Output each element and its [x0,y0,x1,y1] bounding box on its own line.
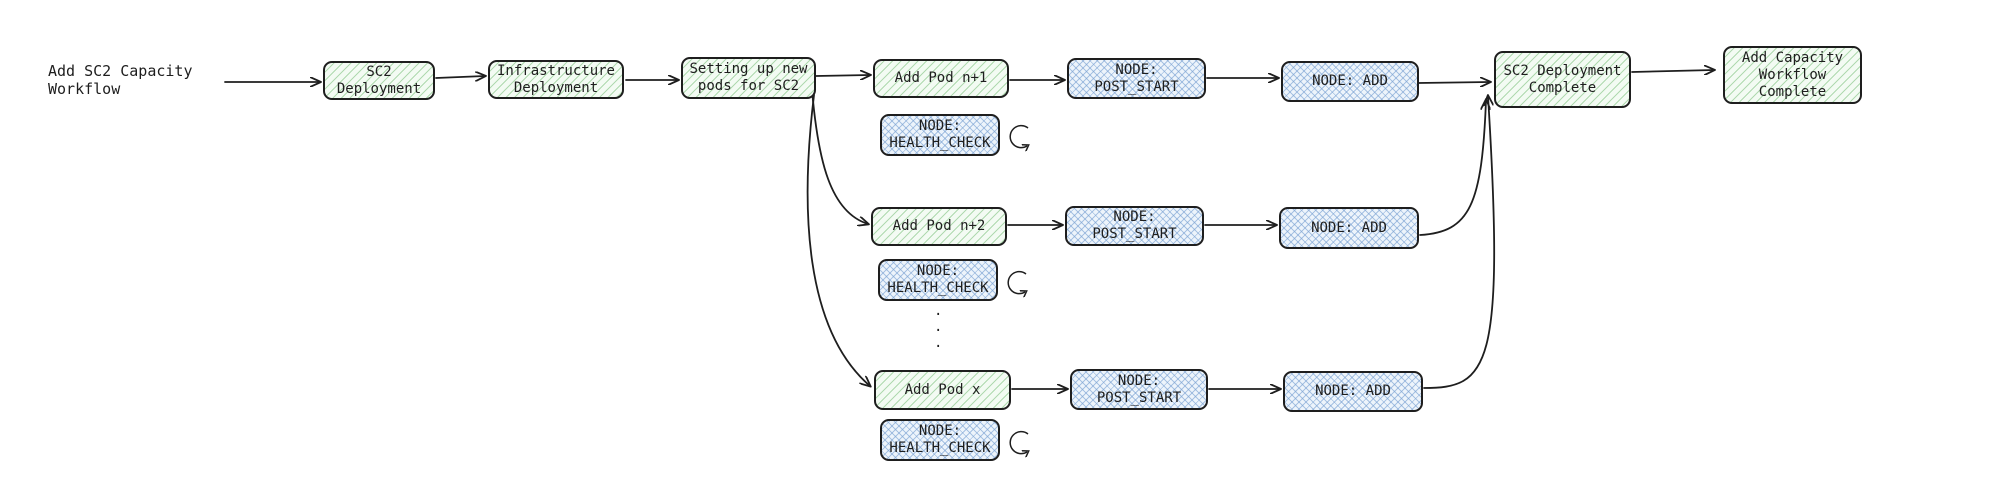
setting-up-pods-node[interactable]: Setting up new pods for SC2 [681,57,816,99]
node-add-2[interactable]: NODE: ADD [1279,207,1419,249]
post-start-node-1[interactable]: NODE: POST_START [1067,58,1206,99]
ellipsis-dot: . [934,303,943,319]
add-pod-n1-node[interactable]: Add Pod n+1 [873,59,1009,98]
workflow-title: Add SC2 Capacity Workflow [48,62,193,98]
health-check-node-1[interactable]: NODE: HEALTH_CHECK [880,114,1000,156]
add-pod-n2-node[interactable]: Add Pod n+2 [871,207,1007,246]
refresh-icon [1009,430,1028,454]
node-add-x[interactable]: NODE: ADD [1283,371,1423,412]
infrastructure-deployment-node[interactable]: Infrastructure Deployment [488,60,624,99]
arrow-addx-to-complete [1423,96,1496,389]
ellipsis-dot: . [934,335,943,351]
arrow-complete-to-workflow [1631,70,1714,72]
arrow-sc2-to-infra [435,76,485,78]
health-check-node-x[interactable]: NODE: HEALTH_CHECK [880,419,1000,461]
ellipsis-dot: . [934,319,943,335]
arrow-setup-to-pod2 [811,89,868,224]
post-start-node-2[interactable]: NODE: POST_START [1065,206,1204,246]
arrow-setup-to-pod1 [815,75,870,76]
arrow-add2-to-complete [1419,100,1486,236]
sc2-deployment-node[interactable]: SC2 Deployment [323,61,435,100]
sc2-deployment-complete-node[interactable]: SC2 Deployment Complete [1494,51,1631,108]
add-pod-x-node[interactable]: Add Pod x [874,370,1011,410]
arrow-setup-to-podx [806,94,870,386]
add-capacity-workflow-complete-node[interactable]: Add Capacity Workflow Complete [1723,46,1862,104]
post-start-node-x[interactable]: NODE: POST_START [1070,369,1208,410]
refresh-icon [1007,270,1026,294]
arrow-add1-to-complete [1417,82,1490,83]
node-add-1[interactable]: NODE: ADD [1281,61,1419,102]
refresh-icon [1009,124,1028,148]
health-check-node-2[interactable]: NODE: HEALTH_CHECK [878,259,998,301]
